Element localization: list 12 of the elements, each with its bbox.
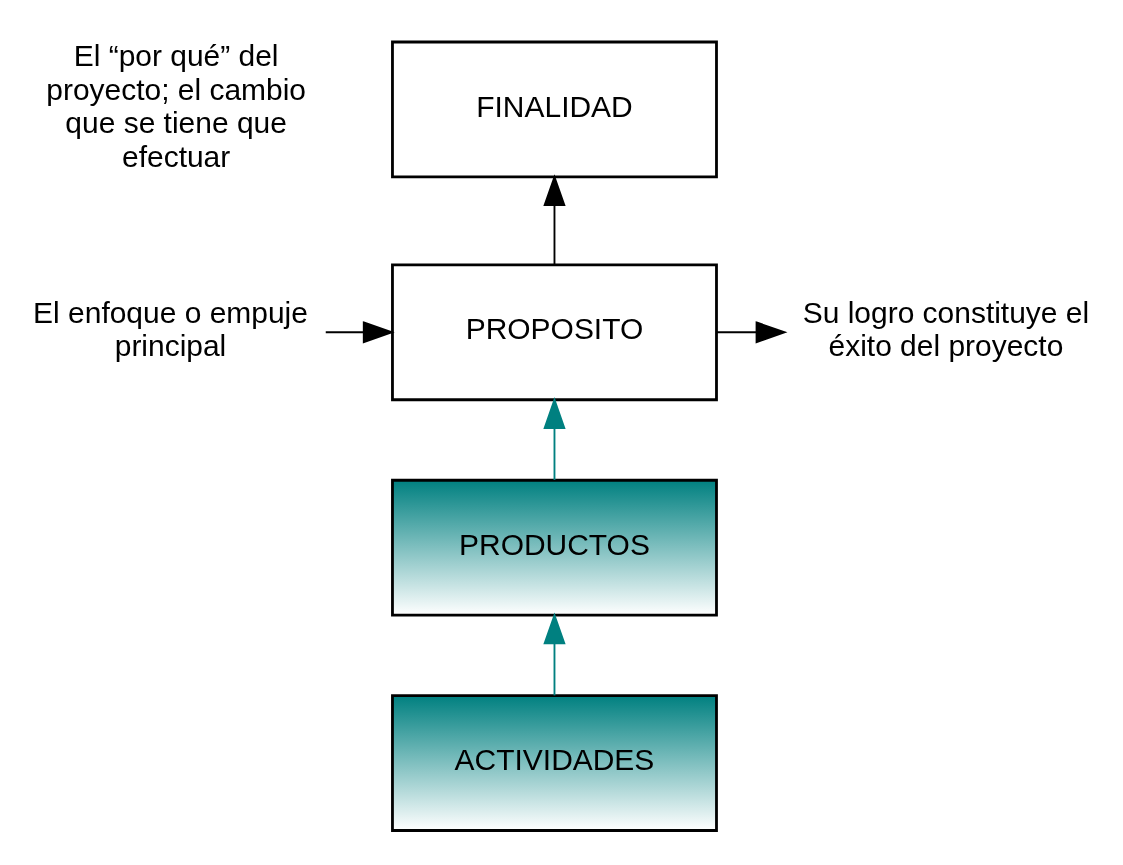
arrow <box>324 321 395 344</box>
arrow <box>543 397 566 481</box>
node-box: ACTIVIDADES <box>391 694 718 832</box>
arrow <box>543 174 566 266</box>
node-text: Su logro constituye el éxito del proyecto <box>802 295 1090 363</box>
node-label: El “por qué” del proyecto; el cambio que se tiene que efectuar <box>46 38 306 174</box>
arrow <box>715 321 788 344</box>
arrow <box>543 612 566 697</box>
node-box: PRODUCTOS <box>391 478 718 617</box>
node-box: PROPOSITO <box>391 263 718 402</box>
node-box: FINALIDAD <box>391 40 718 179</box>
node-text: El enfoque o empuje principal <box>33 295 308 363</box>
